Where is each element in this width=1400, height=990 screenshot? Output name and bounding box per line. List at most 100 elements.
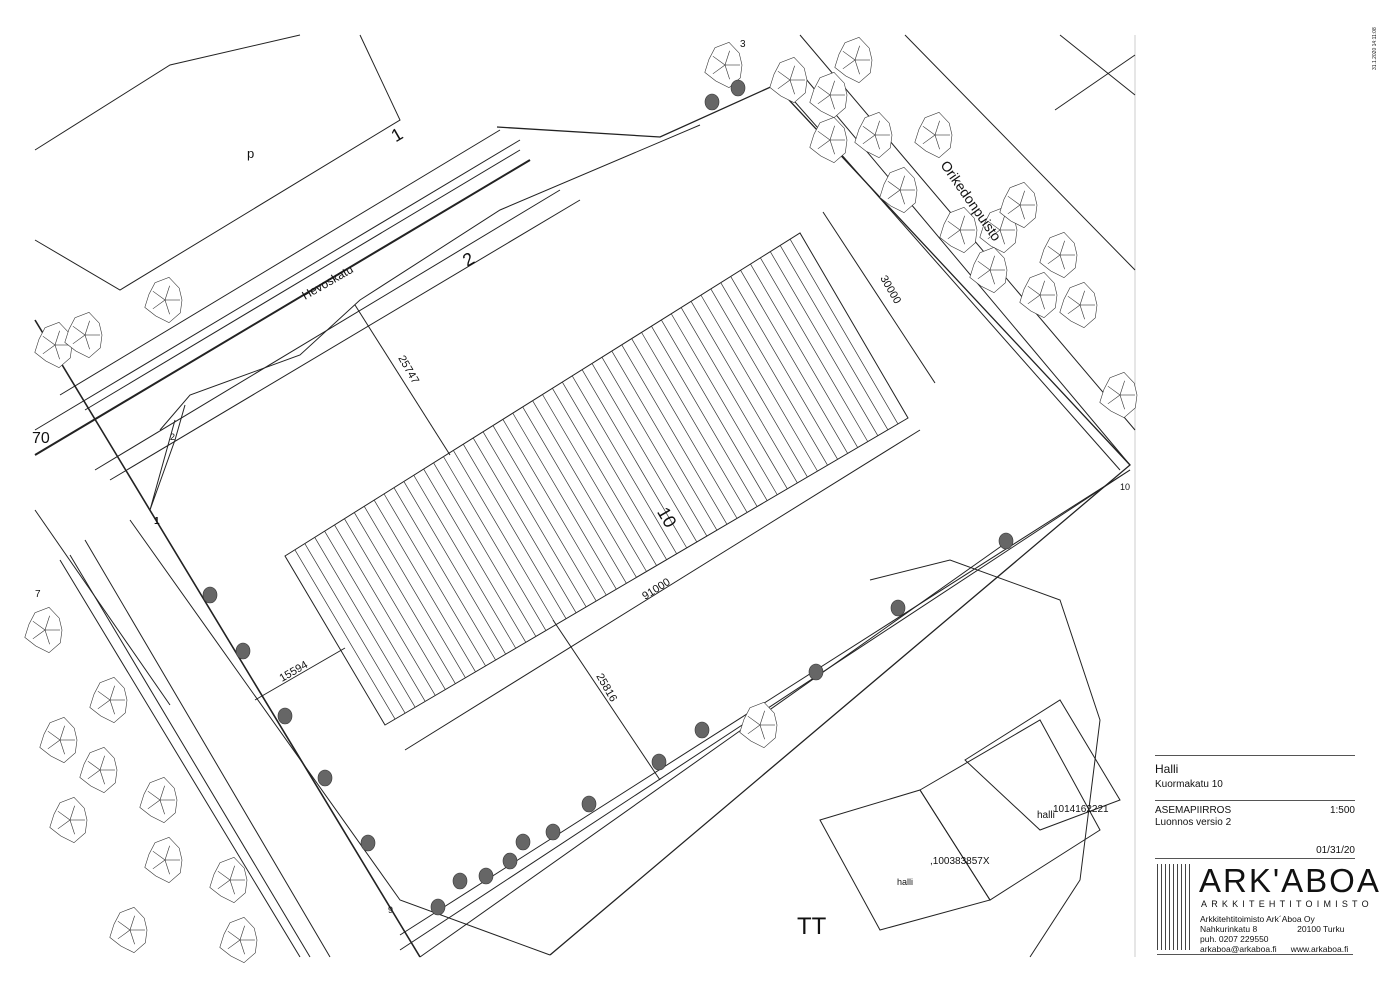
hatch-line <box>562 381 667 560</box>
hatch-line <box>354 512 456 684</box>
company-name: Arkkitehtitoimisto Ark´Aboa Oy <box>1200 914 1315 924</box>
street-hevoskatu: Hevoskatu <box>300 262 356 302</box>
hatch-line <box>383 493 486 667</box>
tree-icon <box>502 852 518 870</box>
hatch-line <box>552 388 657 566</box>
dimension-15594: 15594 <box>278 659 310 685</box>
hatch-line <box>789 239 899 425</box>
dimension-25747: 25747 <box>395 354 421 386</box>
hatch-line <box>661 319 768 501</box>
label-small-7: 7 <box>35 589 41 600</box>
hatch-line <box>433 462 537 637</box>
tree-icon <box>914 111 953 159</box>
hatch-line <box>680 307 788 490</box>
hatch-line <box>581 369 688 549</box>
hatch-line <box>373 499 476 673</box>
hatch-line <box>621 344 728 525</box>
tree-icon <box>694 721 710 739</box>
tree-icon <box>430 898 446 916</box>
tree-icon <box>809 116 848 164</box>
tree-icon <box>24 606 63 654</box>
company-street: Nahkurinkatu 8 <box>1200 924 1258 934</box>
hatch-line <box>631 338 738 519</box>
company-logo-block: ARK'ABOA ARKKITEHTITOIMISTO Arkkitehtito… <box>1157 862 1379 955</box>
tree-icon <box>34 321 73 369</box>
hatch-line <box>700 294 808 478</box>
tree-icon <box>64 311 103 359</box>
linework <box>34 34 1136 958</box>
hatch-line <box>462 444 567 619</box>
tree-icon <box>79 746 118 794</box>
tree-icon <box>209 856 248 904</box>
hatch-line <box>601 357 708 537</box>
tree-icon <box>452 872 468 890</box>
hatch-line <box>750 263 859 448</box>
hatch-line <box>769 251 879 436</box>
hatch-line <box>482 431 587 608</box>
hatch-line <box>651 325 758 507</box>
company-logo-subtitle: ARKKITEHTITOIMISTO <box>1201 899 1373 909</box>
tree-icon <box>704 93 720 111</box>
drawing-date: 01/31/20 <box>1316 845 1355 856</box>
hatch-line <box>314 537 416 708</box>
label-small-1: 1 <box>154 516 160 527</box>
tree-icon <box>939 206 978 254</box>
tree-icon <box>219 916 258 964</box>
dimension-91000: 91000 <box>640 576 672 602</box>
tree-icon <box>49 796 88 844</box>
company-phone: puh. 0207 229550 <box>1200 934 1269 944</box>
neighbour-label-halli: halli <box>1037 810 1055 821</box>
hatch-line <box>443 456 547 631</box>
tree-icon <box>834 36 873 84</box>
building-footprint-hatch <box>284 232 909 726</box>
hatch-line <box>423 468 527 643</box>
tree-icon <box>1099 371 1138 419</box>
hatch-line <box>710 288 818 472</box>
company-city: 20100 Turku <box>1297 924 1345 934</box>
hatch-line <box>393 487 496 661</box>
hatch-line <box>502 419 607 596</box>
project-name: Halli <box>1155 762 1179 776</box>
tree-icon <box>890 599 906 617</box>
tree-icon <box>144 276 183 324</box>
tree-icon <box>854 111 893 159</box>
plan-labels: p 1 2 10 70 2 1 7 3 9 10 TT Hevoskatu Or… <box>32 39 1130 940</box>
tree-icon <box>139 776 178 824</box>
hatch-line <box>413 475 517 649</box>
hatch-line <box>522 406 627 584</box>
tree-icon <box>1019 271 1058 319</box>
tree-icon <box>969 246 1008 294</box>
hatch-line <box>720 282 828 466</box>
tree-icon <box>879 166 918 214</box>
tree-icon <box>730 79 746 97</box>
label-small-3: 3 <box>740 39 746 50</box>
tree-icon <box>478 867 494 885</box>
title-divider <box>1155 800 1355 801</box>
company-email: arkaboa@arkaboa.fi <box>1200 944 1277 954</box>
hatch-line <box>730 276 838 460</box>
hatch-line <box>740 270 848 454</box>
tree-icon <box>202 586 218 604</box>
label-p: p <box>247 146 254 161</box>
hatch-line <box>472 437 577 614</box>
neighbour-id-2: ,100383857X <box>930 856 990 867</box>
title-divider <box>1155 755 1355 756</box>
tree-icon <box>809 71 848 119</box>
company-web: www.arkaboa.fi <box>1290 944 1349 954</box>
tree-icon <box>651 753 667 771</box>
hatch-line <box>542 394 647 572</box>
dimension-25816: 25816 <box>593 672 619 704</box>
hatch-line <box>363 506 466 678</box>
hatch-line <box>304 543 406 714</box>
tree-icon <box>235 642 251 660</box>
tree-icon <box>739 701 778 749</box>
tree-icon <box>808 663 824 681</box>
hatch-line <box>779 245 889 430</box>
hatch-line <box>670 313 778 495</box>
company-contact: Arkkitehtitoimisto Ark´Aboa Oy Nahkurink… <box>1200 914 1348 954</box>
tree-icon <box>581 795 597 813</box>
label-small-10: 10 <box>1120 482 1130 492</box>
hatch-line <box>512 412 617 590</box>
tree-icon <box>1059 281 1098 329</box>
